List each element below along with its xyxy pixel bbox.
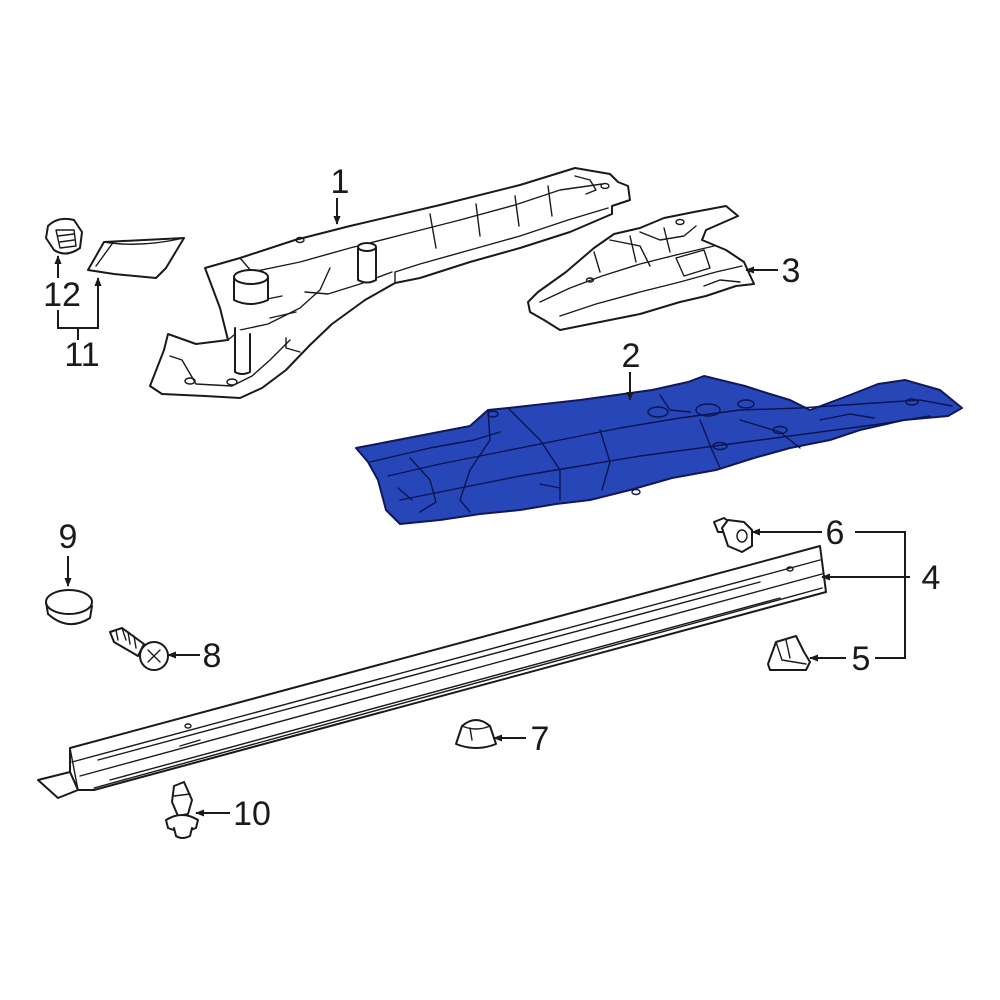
part-12-nut-clip-icon[interactable] <box>45 217 83 255</box>
part-2-rocker-panel-splash-shield-icon[interactable] <box>355 375 963 525</box>
part-1-inner-rocker-panel-icon[interactable] <box>149 167 631 399</box>
callout-9: 9 <box>59 518 78 556</box>
part-3-rear-side-cover-icon[interactable] <box>527 205 755 331</box>
callout-3: 3 <box>782 252 801 290</box>
part-8-screw-icon[interactable] <box>109 627 169 671</box>
part-10-push-rivet-icon[interactable] <box>165 781 199 839</box>
callout-1: 1 <box>331 163 350 201</box>
callout-5: 5 <box>852 640 871 678</box>
callout-7: 7 <box>531 720 550 758</box>
part-5-retainer-clip-icon[interactable] <box>767 635 811 671</box>
part-4-rocker-molding-icon[interactable] <box>37 545 827 799</box>
part-7-grommet-clip-icon[interactable] <box>455 719 497 749</box>
callout-12: 12 <box>43 276 81 314</box>
callout-labels: 1 2 3 4 5 6 7 8 9 10 11 12 <box>43 163 940 833</box>
part-11-sealer-pad-kit-icon[interactable] <box>87 237 185 279</box>
leader-lines <box>54 198 910 817</box>
callout-11: 11 <box>64 336 99 374</box>
highlighted-part-fill <box>355 375 963 525</box>
callout-2: 2 <box>622 337 641 375</box>
part-6-push-clip-icon[interactable] <box>713 517 753 553</box>
callout-10: 10 <box>233 795 271 833</box>
callout-4: 4 <box>922 559 941 597</box>
callout-6: 6 <box>826 514 845 552</box>
part-9-plug-icon[interactable] <box>45 589 93 625</box>
callout-8: 8 <box>203 637 222 675</box>
